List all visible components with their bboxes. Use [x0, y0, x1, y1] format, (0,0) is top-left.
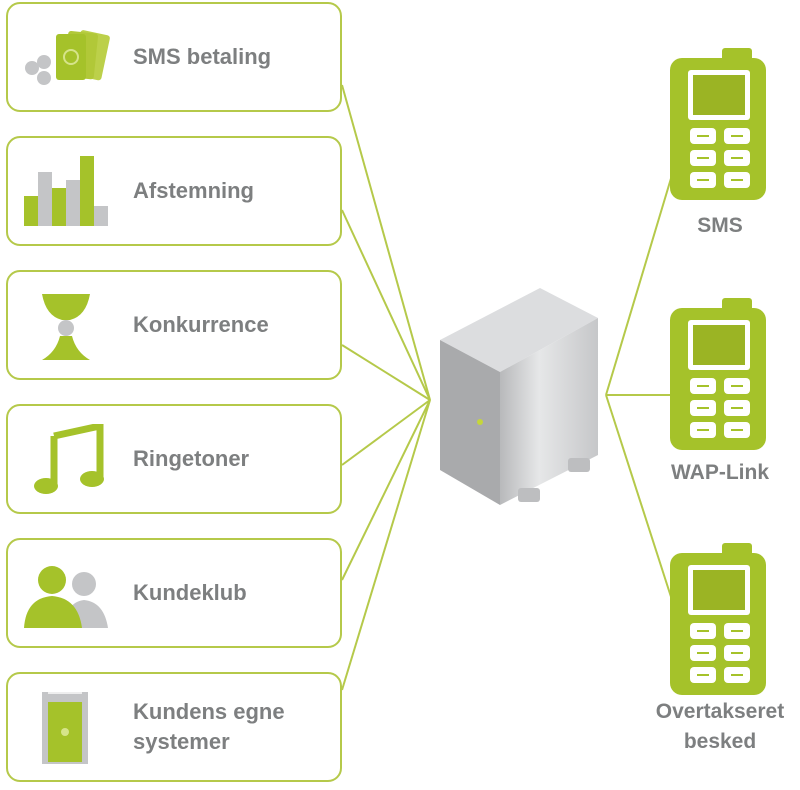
people-icon	[24, 566, 108, 628]
service-box-kundens-egne-systemer: Kundens egne systemer	[6, 672, 342, 782]
mobile-phone-icon	[668, 48, 768, 203]
cards-coins-icon	[25, 30, 110, 85]
service-label: Afstemning	[133, 178, 254, 203]
music-note-icon	[34, 424, 104, 494]
service-label: Ringetoner	[133, 446, 250, 471]
service-label: Kundens egne systemer	[133, 699, 285, 754]
output-label: SMS	[697, 214, 743, 237]
output-label: WAP-Link	[671, 461, 769, 484]
service-label: Kundeklub	[133, 580, 247, 605]
service-label: Konkurrence	[133, 312, 269, 337]
trophy-icon	[42, 294, 90, 360]
service-box-afstemning: Afstemning	[6, 136, 342, 246]
mobile-phone-icon	[668, 298, 768, 453]
service-box-sms-betaling: SMS betaling	[6, 2, 342, 112]
output-label: Overtakseret besked	[655, 700, 785, 753]
computer-tower-icon	[42, 692, 88, 764]
service-box-ringetoner: Ringetoner	[6, 404, 342, 514]
service-box-konkurrence: Konkurrence	[6, 270, 342, 380]
service-label: SMS betaling	[133, 44, 272, 69]
mobile-phone-icon	[668, 543, 768, 698]
server-icon	[440, 288, 598, 505]
bar-chart-icon	[24, 156, 108, 226]
service-box-kundeklub: Kundeklub	[6, 538, 342, 648]
